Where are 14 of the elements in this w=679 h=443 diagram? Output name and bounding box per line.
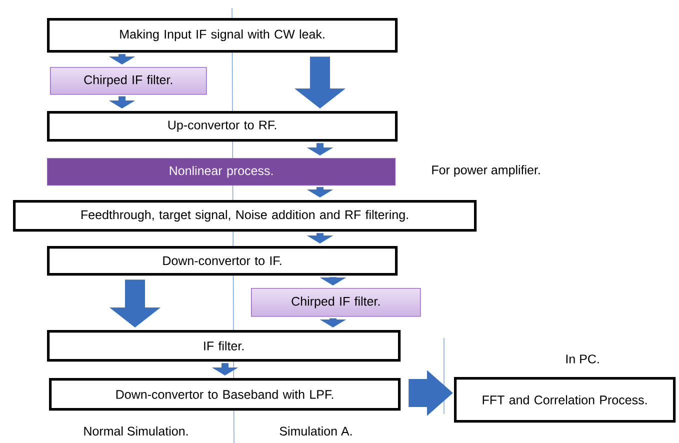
process-box: FFT and Correlation Process.: [454, 377, 676, 423]
process-box: IF filter.: [47, 330, 401, 362]
column-label: Simulation A.: [280, 426, 352, 436]
process-box: Down-convertor to IF.: [47, 246, 398, 276]
process-box: Up-convertor to RF.: [47, 111, 398, 142]
process-box: Feedthrough, target signal, Noise addition and RF filtering.: [13, 200, 477, 232]
column-label: Normal Simulation.: [84, 426, 188, 436]
process-box: Chirped IF filter.: [50, 67, 207, 95]
process-box: Chirped IF filter.: [251, 288, 421, 317]
note-text: In PC.: [566, 354, 599, 364]
process-box: Making Input IF signal with CW leak.: [47, 18, 398, 53]
process-box: Down-convertor to Baseband with LPF.: [49, 378, 401, 411]
process-box: Nonlinear process.: [47, 158, 396, 186]
note-text: For power amplifier.: [432, 165, 540, 177]
